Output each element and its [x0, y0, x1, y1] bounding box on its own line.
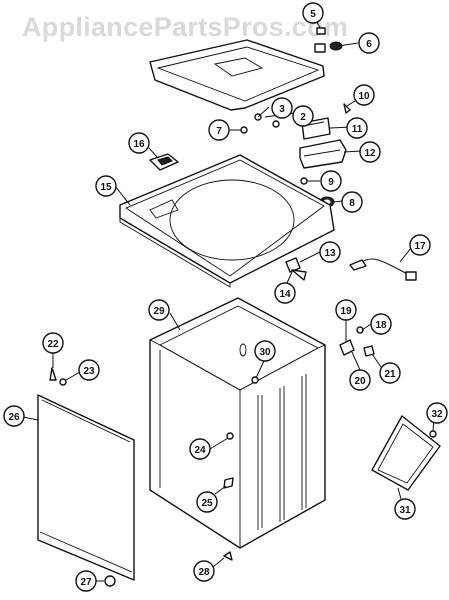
callout-9: 9	[320, 170, 342, 192]
callout-label: 15	[100, 182, 112, 193]
top-screw	[300, 177, 308, 185]
callout-label: 10	[358, 91, 370, 102]
power-cord	[349, 258, 417, 281]
callout-label: 21	[384, 369, 396, 380]
callout-label: 31	[399, 505, 411, 516]
lid-hinge	[149, 153, 179, 171]
callout-label: 17	[414, 241, 426, 252]
callout-3: 3	[271, 97, 293, 119]
callout-label: 11	[352, 124, 363, 135]
callout-label: 2	[300, 112, 306, 123]
hinge-block	[329, 41, 343, 51]
callout-label: 22	[47, 339, 59, 350]
callout-label: 9	[328, 177, 334, 188]
callout-18: 18	[370, 313, 392, 335]
callout-32: 32	[426, 402, 448, 424]
callout-label: 29	[153, 306, 165, 317]
callout-label: 14	[279, 289, 291, 300]
front-panel	[37, 394, 135, 581]
switch-bracket	[299, 139, 347, 169]
callout-label: 5	[310, 9, 316, 20]
callout-label: 16	[133, 139, 145, 150]
access-panel	[371, 415, 441, 491]
callout-label: 26	[8, 412, 20, 423]
cabinet-hardware	[339, 326, 375, 357]
callout-label: 28	[198, 567, 210, 578]
callout-label: 18	[375, 320, 387, 331]
cabinet	[149, 297, 326, 549]
watermark-text: AppliancePartsPros.com	[22, 12, 348, 42]
lid-screw	[240, 113, 280, 134]
bracket-screw	[343, 103, 351, 114]
callout-2: 2	[292, 105, 314, 127]
callout-30: 30	[254, 340, 276, 362]
callout-label: 7	[216, 126, 222, 137]
callout-21: 21	[379, 362, 401, 384]
callout-label: 25	[201, 498, 213, 509]
callout-22: 22	[42, 332, 64, 354]
callout-label: 23	[83, 366, 95, 377]
callout-label: 20	[354, 376, 366, 387]
top-cover	[119, 154, 335, 288]
callout-26: 26	[3, 405, 25, 427]
callout-label: 32	[431, 409, 443, 420]
panel-screw	[49, 367, 259, 587]
callout-8: 8	[341, 191, 363, 213]
callout-label: 19	[340, 306, 352, 317]
callout-label: 27	[80, 577, 92, 588]
callout-label: 24	[194, 445, 206, 456]
callout-23: 23	[78, 359, 100, 381]
callout-label: 13	[324, 248, 336, 259]
callout-6: 6	[358, 32, 380, 54]
callout-19: 19	[335, 299, 357, 321]
callout-29: 29	[148, 299, 170, 321]
access-panel-screw	[429, 430, 437, 438]
callout-24: 24	[189, 438, 211, 460]
callout-25: 25	[196, 491, 218, 513]
callout-17: 17	[409, 234, 431, 256]
callout-10: 10	[353, 84, 375, 106]
callout-label: 3	[279, 104, 285, 115]
callout-14: 14	[274, 282, 296, 304]
callout-20: 20	[349, 369, 371, 391]
callout-31: 31	[394, 498, 416, 520]
callout-28: 28	[193, 560, 215, 582]
callout-12: 12	[359, 141, 381, 163]
callout-label: 12	[364, 148, 376, 159]
callout-16: 16	[128, 132, 150, 154]
hinge-pin	[314, 27, 326, 53]
callout-27: 27	[75, 570, 97, 592]
callout-15: 15	[95, 175, 117, 197]
callout-7: 7	[208, 119, 230, 141]
callout-13: 13	[319, 241, 341, 263]
callout-label: 8	[349, 198, 355, 209]
callout-label: 30	[259, 347, 271, 358]
callout-label: 6	[366, 39, 372, 50]
callout-5: 5	[302, 2, 324, 24]
callout-11: 11	[346, 117, 368, 139]
cabinet-clip	[285, 257, 307, 281]
lid-panel	[149, 39, 325, 111]
